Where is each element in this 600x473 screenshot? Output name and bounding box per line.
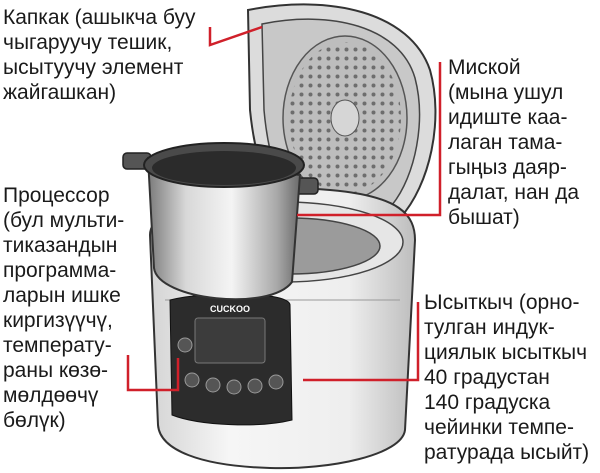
display-screen	[194, 317, 266, 364]
button	[184, 372, 200, 388]
label-lid: Капкак (ашыкча буу чыгаруучу тешик, ысыт…	[3, 6, 196, 104]
label-bowl: Миской (мына ушул идиште каа- лаган тама…	[448, 56, 580, 229]
button	[247, 378, 263, 394]
button	[226, 379, 242, 395]
button	[177, 337, 193, 353]
brand-logo: CUCKOO	[210, 304, 250, 314]
label-heater: Ысыткыч (орно- тулган индук- циялык ысыт…	[424, 291, 590, 464]
callout-heater	[303, 302, 420, 382]
callout-lines	[126, 25, 442, 392]
button	[205, 377, 221, 393]
callout-bowl	[297, 62, 442, 217]
button	[268, 374, 284, 390]
callout-lid	[208, 25, 263, 47]
inner-bowl	[122, 142, 319, 301]
control-panel: CUCKOO	[169, 293, 293, 426]
callout-processor	[126, 355, 180, 392]
label-processor: Процессор (бул мульти- тиказандын програ…	[3, 184, 125, 432]
